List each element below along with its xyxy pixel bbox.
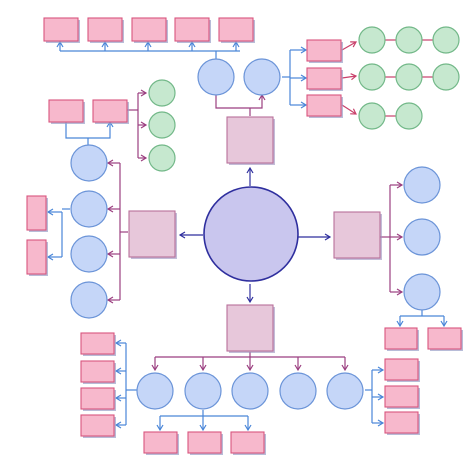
connectors <box>46 39 448 432</box>
top-circle-left <box>197 58 235 96</box>
green-circle-5 <box>395 63 423 91</box>
right-circle-3 <box>403 273 441 311</box>
left-rect-2 <box>26 239 47 275</box>
bottom-rect-2 <box>187 431 222 454</box>
tl-rect-1 <box>48 99 84 123</box>
green-circle-3 <box>432 26 460 54</box>
bl-rect-2 <box>80 360 115 383</box>
tl-rect-2 <box>92 99 128 123</box>
connector-green-1 <box>341 41 358 51</box>
br-rect-2 <box>384 385 419 408</box>
connector-green-2 <box>341 73 358 81</box>
left-circle-4 <box>70 281 108 319</box>
tr-rect-1 <box>306 39 342 62</box>
left-circle-1 <box>70 144 108 182</box>
green-circle-7 <box>358 102 386 130</box>
top-rect-5 <box>218 17 254 42</box>
bottom-rect-1 <box>143 431 178 454</box>
nodes <box>26 17 463 455</box>
left-rect-1 <box>26 195 47 231</box>
left-square <box>128 210 176 258</box>
connector-top-circles <box>215 93 266 109</box>
bl-rect-3 <box>80 387 115 410</box>
bottom-circle-4 <box>279 372 317 410</box>
bl-rect-4 <box>80 414 115 437</box>
br-rect-1 <box>384 358 419 381</box>
right-circle-1 <box>403 166 441 204</box>
top-rect-3 <box>131 17 167 42</box>
bottom-square <box>226 304 274 352</box>
green-circle-4 <box>358 63 386 91</box>
connector-tl-rects <box>65 120 114 139</box>
right-rect-2 <box>427 327 462 350</box>
top-circle-right <box>243 58 281 96</box>
left-circle-3 <box>70 235 108 273</box>
green-circle-2 <box>395 26 423 54</box>
center-circle <box>203 186 299 282</box>
right-square <box>333 211 381 259</box>
bottom-circle-3 <box>231 372 269 410</box>
top-rect-4 <box>174 17 210 42</box>
tl-green-1 <box>148 79 176 107</box>
top-square <box>226 116 274 164</box>
tr-rect-3 <box>306 94 342 117</box>
top-rect-2 <box>87 17 123 42</box>
br-rect-3 <box>384 411 419 434</box>
bottom-circle-2 <box>184 372 222 410</box>
left-circle-2 <box>70 190 108 228</box>
bl-rect-1 <box>80 332 115 355</box>
green-circle-8 <box>395 102 423 130</box>
bottom-circle-1 <box>136 372 174 410</box>
top-rect-1 <box>43 17 79 42</box>
tl-green-2 <box>148 111 176 139</box>
bottom-circle-5 <box>326 372 364 410</box>
right-rect-1 <box>384 327 418 350</box>
tl-green-3 <box>148 144 176 172</box>
connector-green-3 <box>341 104 357 115</box>
green-circle-6 <box>432 63 460 91</box>
bottom-rect-3 <box>230 431 265 454</box>
tr-rect-2 <box>306 67 342 90</box>
right-circle-2 <box>403 218 441 256</box>
green-circle-1 <box>358 26 386 54</box>
